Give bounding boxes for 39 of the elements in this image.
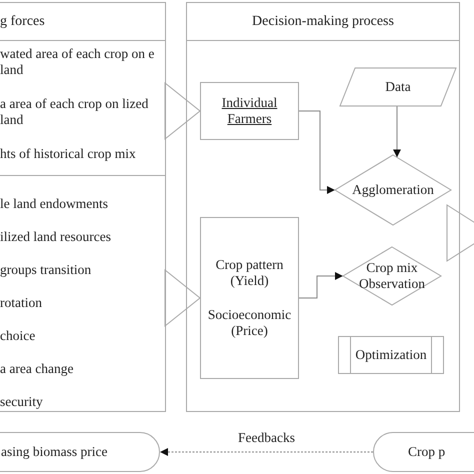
process-box — [200, 217, 299, 379]
terminal-pill — [0, 432, 160, 472]
box-label: Individual Farmers — [220, 95, 278, 127]
box-label: Crop pattern (Yield) — [214, 257, 284, 289]
predefined-process-box — [338, 336, 444, 374]
arrow — [393, 106, 401, 158]
list-item: choice — [0, 328, 36, 344]
panel — [0, 2, 166, 412]
list-item: groups transition — [0, 262, 92, 278]
list-item: ilized land resources — [0, 229, 111, 245]
panel — [186, 2, 460, 412]
arrow — [298, 110, 336, 194]
list-item: security — [0, 394, 43, 410]
shape-label: Agglomeration — [352, 182, 434, 198]
process-box — [200, 82, 299, 140]
box-label: Socioeconomic (Price) — [206, 307, 292, 339]
list-item: a area of each crop on lized land — [0, 96, 150, 128]
box-label: Optimization — [355, 347, 427, 363]
block-arrow — [164, 268, 201, 328]
arrow — [160, 448, 374, 456]
list-item: hts of historical crop mix — [0, 146, 136, 162]
panel-header: Decision-making process — [187, 3, 459, 41]
panel-header: g forces — [0, 3, 165, 41]
block-arrow — [164, 82, 201, 140]
pill-label: asing biomass price — [1, 444, 108, 460]
list-item: rotation — [0, 295, 42, 311]
terminal-pill — [373, 432, 474, 472]
list-item: a area change — [0, 361, 74, 377]
list-item: wated area of each crop on e land — [0, 46, 156, 78]
shape-label: Data — [385, 79, 411, 95]
shape-label: Crop mix Observation — [358, 260, 426, 292]
pill-label: Crop p — [408, 444, 446, 460]
block-arrow — [446, 204, 474, 262]
arrow — [298, 272, 344, 298]
list-section — [0, 175, 165, 411]
data-parallelogram — [340, 68, 456, 106]
decision-diamond — [335, 155, 451, 225]
decision-diamond — [343, 247, 441, 305]
list-item: le land endowments — [0, 196, 108, 212]
